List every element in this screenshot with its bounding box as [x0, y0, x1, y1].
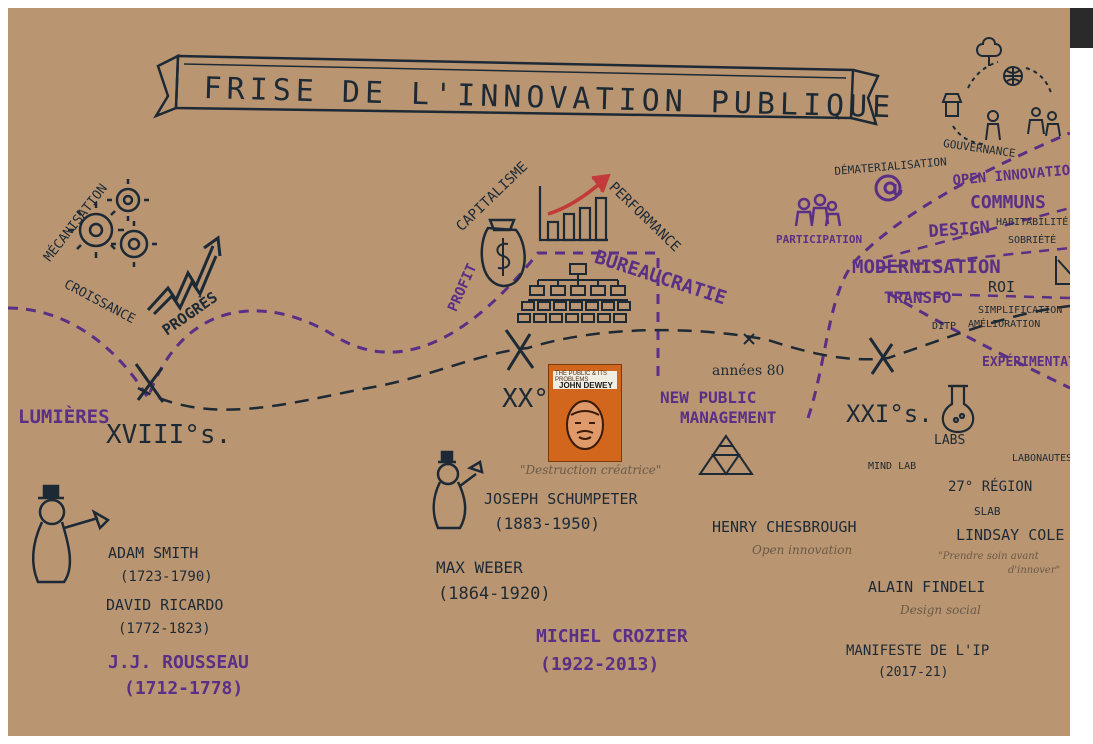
dates-crozier: (1922-2013)	[540, 654, 660, 675]
schumpeter-figure	[432, 450, 484, 530]
label-experimentation: EXPÉRIMENTATION	[982, 355, 1070, 370]
kraft-paper-board: FRISE DE L'INNOVATION PUBLIQUE MÉCANISAT…	[8, 8, 1070, 736]
label-npm-2: MANAGEMENT	[680, 408, 777, 427]
timeline-purple-path	[8, 251, 660, 402]
label-roi: ROI	[988, 278, 1016, 296]
cross-xxi	[868, 337, 895, 375]
label-habitabilite: HABITABILITÉ	[996, 217, 1069, 228]
era-xviii: XVIII°s.	[106, 420, 232, 450]
dewey-portrait-icon	[566, 400, 604, 450]
person-ricardo: DAVID RICARDO	[106, 596, 224, 614]
title-banner	[153, 53, 880, 126]
label-sobriete: SOBRIÉTÉ	[1008, 235, 1057, 246]
person-crozier: MICHEL CROZIER	[536, 626, 688, 647]
dates-ricardo: (1772-1823)	[118, 621, 211, 637]
drawings-layer	[8, 37, 1070, 584]
person-adam-smith: ADAM SMITH	[108, 544, 199, 562]
label-communs: COMMUNS	[970, 192, 1046, 213]
label-modernisation: MODERNISATION	[852, 256, 1001, 278]
label-annees80: années 80	[712, 363, 785, 379]
label-amelioration: AMÉLIORATION	[968, 319, 1041, 330]
timeline-purple-path-3	[887, 291, 1070, 390]
participation-people-icon	[794, 193, 842, 227]
label-slab: SLAB	[974, 505, 1001, 518]
dates-weber: (1864-1920)	[438, 584, 551, 604]
note-design-social: Design social	[900, 603, 981, 617]
dates-manifeste: (2017-21)	[878, 665, 949, 680]
book-author: JOHN DEWEY	[559, 381, 613, 390]
label-lumieres: LUMIÈRES	[18, 406, 110, 428]
label-ditp: DITP	[932, 321, 957, 332]
decline-chart-icon	[1055, 256, 1070, 285]
label-labonautes: LABONAUTES	[1012, 453, 1070, 464]
triangle-network-icon	[698, 434, 754, 476]
era-xxi: XXI°s.	[846, 400, 933, 428]
lab-flask-icon	[941, 384, 975, 434]
quote-destruction-creatrice: "Destruction créatrice"	[520, 463, 662, 477]
dates-rousseau: (1712-1778)	[124, 678, 244, 699]
book-title: THE PUBLIC & ITS PROBLEMS	[555, 371, 608, 383]
cross-xviii	[134, 363, 165, 403]
person-weber: MAX WEBER	[436, 558, 523, 577]
cross-annees80	[743, 333, 755, 345]
person-lindsay-cole: LINDSAY COLE	[956, 526, 1065, 544]
label-labs: LABS	[934, 433, 966, 448]
label-design: DESIGN	[927, 217, 991, 242]
john-dewey-book-cover: THE PUBLIC & ITS PROBLEMS JOHN DEWEY	[548, 364, 622, 462]
label-27-region: 27° RÉGION	[948, 479, 1033, 495]
red-arrow-icon	[547, 173, 611, 216]
person-chesbrough: HENRY CHESBROUGH	[712, 518, 857, 536]
label-transfo: TRANSFO	[884, 288, 952, 307]
label-npm-1: NEW PUBLIC	[660, 388, 757, 407]
label-participation: PARTICIPATION	[776, 233, 863, 246]
person-rousseau: J.J. ROUSSEAU	[108, 652, 249, 673]
adam-smith-figure	[32, 484, 111, 584]
dates-adam-smith: (1723-1790)	[120, 569, 213, 585]
quote-cole-1: "Prendre soin avant	[938, 551, 1039, 562]
note-open-innovation: Open innovation	[752, 543, 853, 557]
at-sign-icon	[874, 174, 903, 202]
person-schumpeter: JOSEPH SCHUMPETER	[484, 490, 638, 508]
label-manifeste: MANIFESTE DE L'IP	[846, 643, 990, 659]
money-bag-icon	[480, 218, 526, 288]
timeline-navy-path	[137, 304, 1070, 411]
gears-icon	[68, 179, 157, 267]
growth-arrow-icon	[146, 235, 222, 316]
quote-cole-2: d'innover"	[1008, 565, 1061, 576]
background-edge	[1070, 8, 1093, 48]
label-mind-lab: MIND LAB	[868, 461, 917, 472]
timeline-purple-path-4	[877, 206, 1070, 300]
dates-schumpeter: (1883-1950)	[494, 514, 600, 533]
cross-xx	[504, 329, 535, 371]
label-simplification: SIMPLIFICATION	[978, 305, 1063, 316]
governance-icons	[941, 37, 1061, 145]
performance-chart-icon	[538, 186, 608, 242]
person-findeli: ALAIN FINDELI	[868, 578, 986, 596]
org-chart-icon	[517, 263, 631, 323]
timeline-purple-path-2	[806, 131, 1070, 419]
